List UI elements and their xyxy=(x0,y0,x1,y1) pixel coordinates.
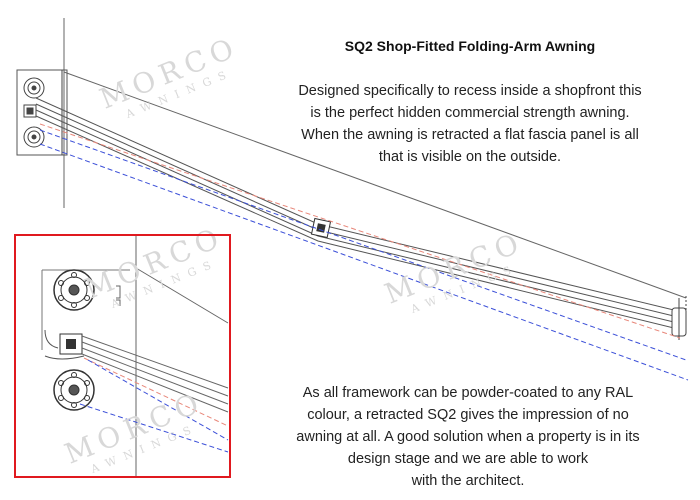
shoulder-joint xyxy=(44,329,85,360)
page-title: SQ2 Shop-Fitted Folding-Arm Awning xyxy=(344,38,596,54)
powdercoat-line: As all framework can be powder-coated to… xyxy=(302,385,634,401)
powdercoat-line: awning at all. A good solution when a pr… xyxy=(296,429,640,445)
front-rail xyxy=(671,296,687,340)
wall-cassette xyxy=(16,69,68,156)
projection-line-2 xyxy=(39,143,689,381)
projection-line-1 xyxy=(39,129,687,361)
lower-roller xyxy=(53,369,95,411)
description-paragraph: Designed specifically to recess inside a… xyxy=(270,80,670,168)
inset-detail xyxy=(41,236,229,476)
fabric-top-line xyxy=(63,71,687,299)
description-line: When the awning is retracted a flat fasc… xyxy=(301,127,639,143)
description-line: that is visible on the outside. xyxy=(378,149,562,165)
upper-roller xyxy=(53,269,95,311)
powdercoat-line: design stage and we are able to work xyxy=(347,451,589,467)
powdercoat-line: colour, a retracted SQ2 gives the impres… xyxy=(307,407,629,423)
inset-detail-frame xyxy=(14,234,231,478)
powdercoat-line: with the architect. xyxy=(411,473,525,489)
pitch-line xyxy=(39,123,681,339)
description-line: is the perfect hidden commercial strengt… xyxy=(310,105,630,121)
powdercoat-paragraph: As all framework can be powder-coated to… xyxy=(262,382,674,492)
description-line: Designed specifically to recess inside a… xyxy=(298,83,642,99)
